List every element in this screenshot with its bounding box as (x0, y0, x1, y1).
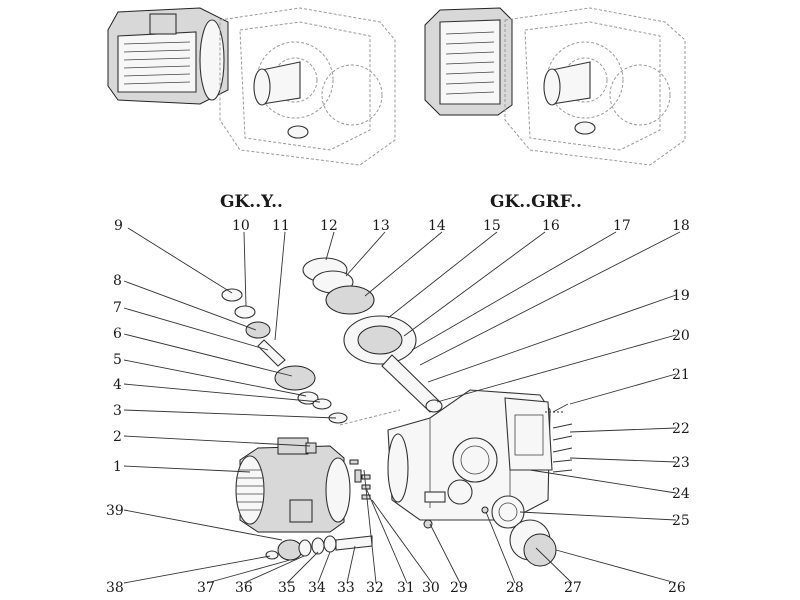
callout-17: 17 (613, 218, 631, 234)
callout-11: 11 (272, 218, 290, 234)
callout-36: 36 (235, 580, 253, 596)
callout-34: 34 (308, 580, 326, 596)
assembled-gearbox-adapter-right (424, 7, 686, 166)
callout-24: 24 (672, 486, 690, 502)
leader-lines (123, 227, 681, 584)
callout-20: 20 (672, 328, 690, 344)
callout-4: 4 (113, 377, 122, 393)
callout-14: 14 (428, 218, 446, 234)
callout-10: 10 (232, 218, 250, 234)
flange-cover-part (504, 397, 565, 471)
fastener-part (349, 459, 371, 500)
pinion-shaft-part (302, 257, 443, 413)
callout-13: 13 (372, 218, 390, 234)
callout-38: 38 (106, 580, 124, 596)
callout-31: 31 (397, 580, 415, 596)
callout-18: 18 (672, 218, 690, 234)
callout-2: 2 (113, 429, 122, 445)
callout-39: 39 (106, 503, 124, 519)
intermediate-gear-part (221, 288, 348, 454)
callout-26: 26 (668, 580, 686, 596)
callout-15: 15 (483, 218, 501, 234)
callout-9: 9 (114, 218, 123, 234)
callout-28: 28 (506, 580, 524, 596)
callout-22: 22 (672, 421, 690, 437)
callout-29: 29 (450, 580, 468, 596)
callout-8: 8 (113, 273, 122, 289)
callout-numbers: 9 10 11 12 13 14 15 16 17 18 8 7 6 5 4 3… (106, 218, 690, 596)
callout-25: 25 (672, 513, 690, 529)
model-title-right: GK..GRF.. (490, 192, 582, 212)
callout-21: 21 (672, 367, 690, 383)
callout-32: 32 (366, 580, 384, 596)
model-title-left: GK..Y.. (220, 192, 283, 212)
callout-5: 5 (113, 352, 122, 368)
callout-6: 6 (113, 326, 122, 342)
bolt-set-part (552, 403, 573, 473)
exploded-parts (221, 257, 573, 567)
assembled-gearbox-motor-left (107, 7, 396, 166)
callout-27: 27 (564, 580, 582, 596)
callout-1: 1 (113, 459, 122, 475)
motor-part (235, 437, 351, 533)
callout-7: 7 (113, 300, 122, 316)
callout-37: 37 (197, 580, 215, 596)
callout-3: 3 (113, 403, 122, 419)
callout-12: 12 (320, 218, 338, 234)
output-shaft-part (265, 535, 373, 561)
callout-23: 23 (672, 455, 690, 471)
callout-35: 35 (278, 580, 296, 596)
callout-16: 16 (542, 218, 560, 234)
bearing-seal-part (481, 495, 557, 567)
callout-30: 30 (422, 580, 440, 596)
callout-19: 19 (672, 288, 690, 304)
callout-33: 33 (337, 580, 355, 596)
